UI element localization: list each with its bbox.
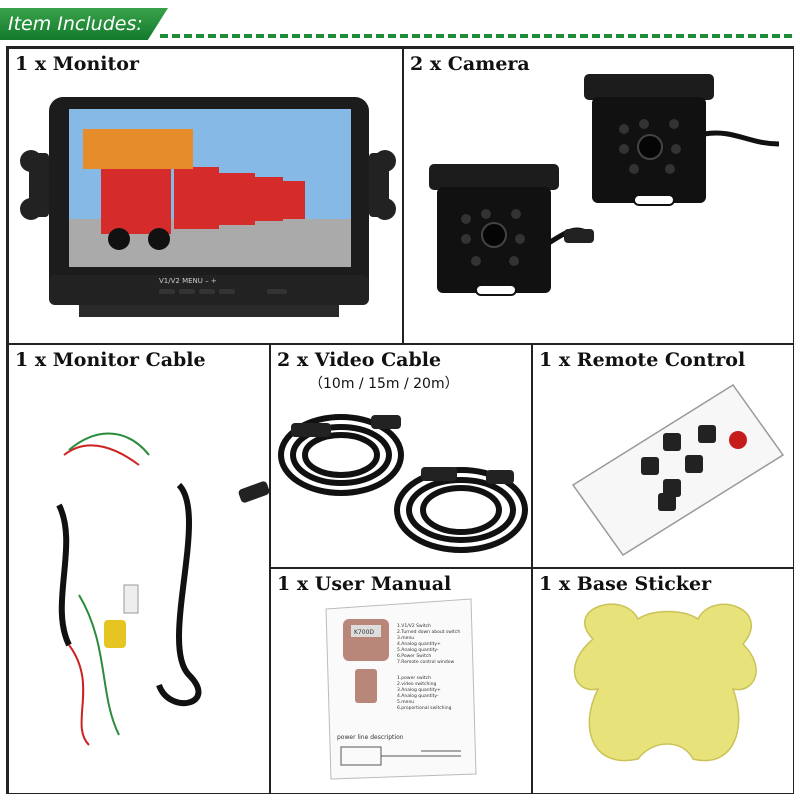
manual-footer: power line description bbox=[337, 734, 404, 741]
item-includes-banner: Item Includes: bbox=[0, 8, 800, 42]
user-manual-image: K700D 1.V1/V2 Switch 2.Turned down about… bbox=[325, 598, 477, 780]
manual-line2-4: 4.Analog quantity- bbox=[397, 693, 439, 699]
manual-line2-5: 5.menu bbox=[397, 699, 414, 705]
banner-tab bbox=[0, 8, 168, 40]
manual-line-6: 6.Power Switch bbox=[397, 653, 431, 659]
manual-model: K700D bbox=[354, 629, 374, 636]
item-label-video-cable: 2 x Video Cable bbox=[277, 349, 442, 371]
item-sublabel-video-cable: （10m / 15m / 20m） bbox=[309, 376, 459, 392]
monitor-buttons-text: V1/V2 MENU – + bbox=[159, 277, 217, 285]
video-cable-image bbox=[278, 414, 528, 553]
banner-title: Item Includes: bbox=[8, 13, 143, 35]
manual-line2-1: 1.power switch bbox=[397, 675, 431, 681]
cell-monitor: 1 x Monitor V1/V2 MENU – + bbox=[8, 48, 403, 344]
manual-line-5: 5.Analog quantity- bbox=[397, 647, 439, 653]
item-label-monitor-cable: 1 x Monitor Cable bbox=[15, 349, 206, 371]
manual-line-4: 4.Analog quantity+ bbox=[397, 641, 441, 647]
manual-line2-6: 6.proportional switching bbox=[397, 705, 452, 711]
manual-line2-2: 2.video switching bbox=[397, 681, 436, 687]
items-grid: 1 x Monitor V1/V2 MENU – + bbox=[6, 46, 794, 794]
cell-video-cable: 2 x Video Cable （10m / 15m / 20m） bbox=[270, 344, 532, 568]
banner-dashed-line bbox=[160, 34, 792, 38]
manual-line2-3: 3.Analog quantity+ bbox=[397, 687, 441, 693]
cell-camera: 2 x Camera bbox=[403, 48, 794, 344]
manual-line-2: 2.Turned down about switch bbox=[397, 629, 460, 635]
cell-base-sticker: 1 x Base Sticker bbox=[532, 568, 794, 794]
cell-user-manual: 1 x User Manual K700D 1.V1/V2 Switch 2.T… bbox=[270, 568, 532, 794]
manual-line-1: 1.V1/V2 Switch bbox=[397, 623, 431, 629]
monitor-cable-image bbox=[56, 432, 269, 746]
item-label-base-sticker: 1 x Base Sticker bbox=[539, 573, 712, 595]
base-sticker-image bbox=[573, 603, 757, 762]
item-label-user-manual: 1 x User Manual bbox=[277, 573, 452, 595]
item-label-monitor: 1 x Monitor bbox=[15, 53, 139, 75]
camera-image bbox=[429, 74, 780, 296]
manual-line-7: 7.Remote control window bbox=[397, 659, 455, 665]
remote-control-image bbox=[571, 383, 785, 557]
manual-line-3: 3.menu bbox=[397, 635, 414, 641]
item-label-camera: 2 x Camera bbox=[410, 53, 530, 75]
item-label-remote-control: 1 x Remote Control bbox=[539, 349, 746, 371]
cell-remote-control: 1 x Remote Control bbox=[532, 344, 794, 568]
cell-monitor-cable: 1 x Monitor Cable bbox=[8, 344, 270, 794]
monitor-image: V1/V2 MENU – + bbox=[20, 97, 396, 317]
